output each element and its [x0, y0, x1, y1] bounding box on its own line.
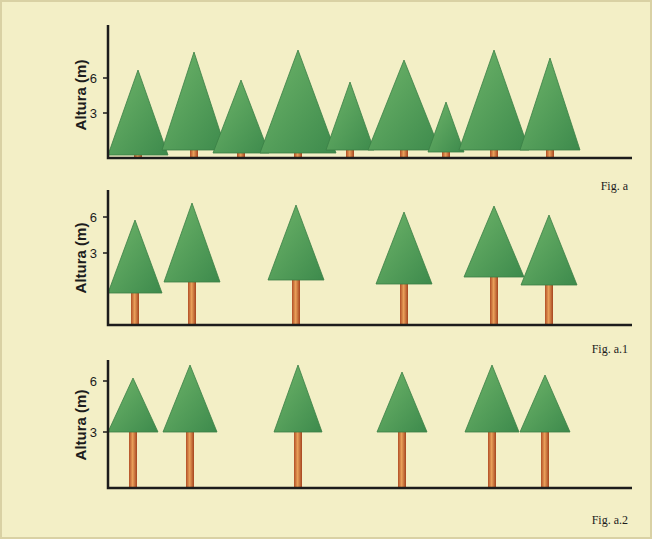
tree-crown [520, 58, 580, 150]
tree-trunk [488, 430, 496, 488]
axis-title: Altura (m) [73, 60, 88, 131]
tree-trunk [490, 275, 498, 325]
tree-trunk [292, 278, 300, 325]
tree-crown [274, 365, 322, 432]
tree-trunk [186, 430, 194, 488]
tree-trunk [541, 430, 549, 488]
figure-caption: Fig. a.2 [592, 514, 628, 526]
tree-crown [459, 50, 529, 150]
tree-trunk [129, 430, 137, 488]
tree-crown [108, 70, 168, 155]
tree-crown [465, 365, 519, 432]
tree-trunk [294, 430, 302, 488]
tree-crown [376, 212, 432, 284]
tick-value: 6 [90, 211, 97, 224]
tree-trunk [188, 280, 196, 325]
axis-title: Altura (m) [73, 223, 88, 294]
axis-title: Altura (m) [73, 390, 88, 461]
tick-value: 3 [90, 426, 97, 439]
tree-crown [377, 372, 427, 432]
tree-crown [268, 205, 324, 280]
tree-crown [521, 215, 577, 285]
tree-trunk [398, 430, 406, 488]
tree-crown [213, 80, 269, 153]
tree-crown [428, 102, 464, 152]
tree-crown [368, 60, 440, 150]
tree-crown [520, 375, 570, 432]
tree-crown [108, 378, 158, 432]
tick-value: 3 [90, 107, 97, 120]
tree-trunk [400, 282, 408, 325]
tick-value: 6 [90, 72, 97, 85]
tree-trunk [131, 291, 139, 325]
tick-value: 3 [90, 247, 97, 260]
figure-caption: Fig. a [601, 180, 628, 192]
tree-crown [260, 50, 336, 153]
tree-crown [464, 206, 524, 277]
tree-crown [164, 203, 220, 282]
figure-caption: Fig. a.1 [592, 343, 628, 355]
tree-crown [162, 52, 226, 150]
tree-crown [163, 365, 217, 432]
tree-trunk [545, 283, 553, 325]
tree-crown [108, 220, 162, 293]
tree-crown [326, 82, 374, 150]
tick-value: 6 [90, 375, 97, 388]
